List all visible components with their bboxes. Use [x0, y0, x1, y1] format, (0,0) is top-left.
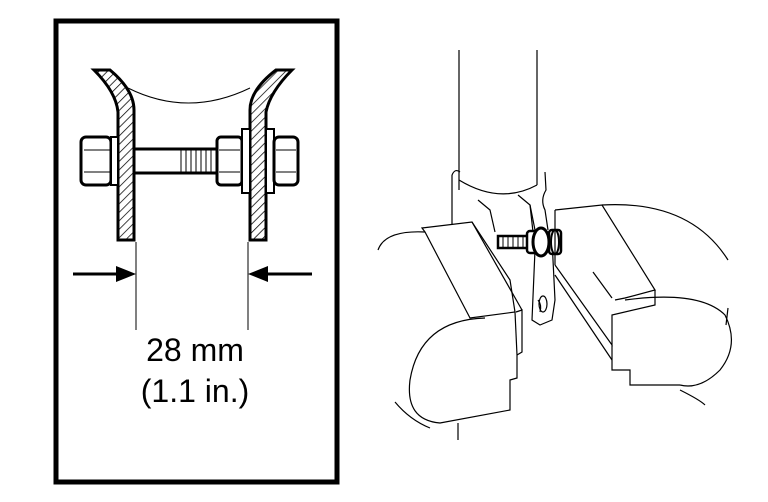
- outer-nut: [265, 128, 300, 194]
- bolt-shank: [132, 147, 220, 175]
- left-flange: [90, 68, 136, 242]
- bolt-head: [79, 135, 119, 187]
- clamp-bolt: [496, 226, 563, 258]
- pipe-curve: [127, 87, 251, 104]
- clamp-tool-right-jaw: [554, 204, 732, 406]
- right-flange: [248, 68, 296, 242]
- pipe-clamp: [451, 169, 556, 326]
- measurement-in-label: (1.1 in.): [140, 373, 250, 409]
- dimension-lines: [135, 242, 249, 330]
- clamp-tool-left-jaw: [377, 221, 523, 440]
- exhaust-pipe: [458, 50, 538, 195]
- right-arrow-icon: [248, 266, 312, 282]
- measurement-mm-label: 28 mm: [146, 332, 244, 368]
- inner-nut: [215, 128, 251, 194]
- detail-panel-frame: [53, 18, 340, 485]
- left-arrow-icon: [73, 266, 136, 282]
